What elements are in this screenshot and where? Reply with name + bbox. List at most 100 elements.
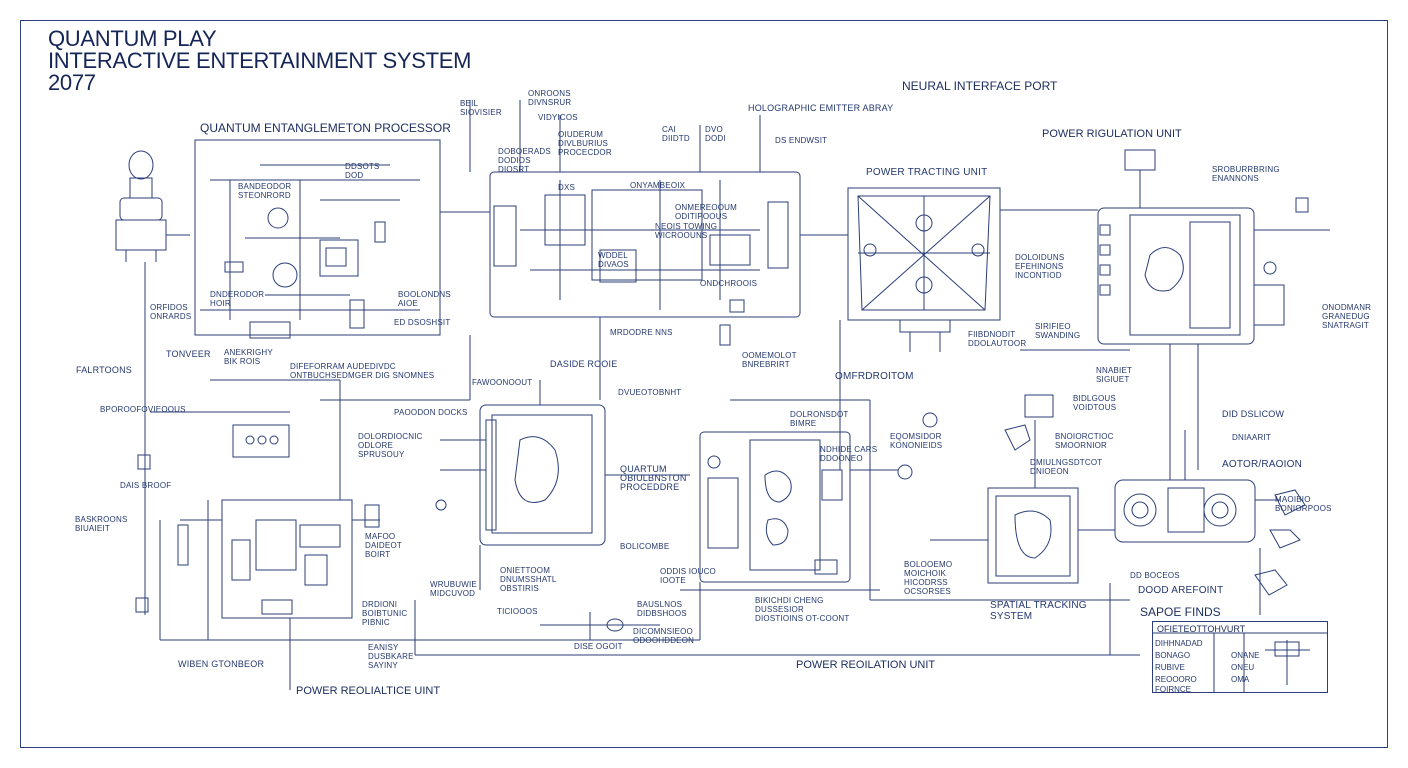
small-label-11: DXS — [558, 183, 576, 192]
label-holographic-array: HOLOGRAPHIC EMITTER ABRAY — [748, 103, 894, 113]
small-label-12: ONYAMBEOIX — [630, 181, 686, 190]
legend-row-name: FOIRNCE — [1155, 685, 1191, 694]
small-label-10: BANDEODOR STEONRORD — [238, 182, 292, 200]
legend-table: OFIETEOTTOHVURT DIHHNADAD BONAGO ONANE R… — [1152, 621, 1328, 694]
small-label-47: DRDIONI BOIBTUNIC PIBNIC — [362, 600, 408, 627]
small-label-27: SIRIFIEO SWANDING — [1035, 322, 1081, 340]
small-label-59: DAIS BROOF — [120, 481, 172, 490]
small-label-38: DVUEOTOBNHT — [618, 388, 682, 397]
spatial-tracking-module — [930, 394, 1115, 584]
small-label-21: ORFIDOS ONRARDS — [150, 303, 192, 321]
small-label-41: DOLRONSDOT BIMRE — [790, 410, 849, 428]
small-label-9: DDSOTS DOD — [345, 162, 380, 180]
small-label-7: DVO DODI — [705, 125, 726, 143]
small-label-13: NEOIS TOWING WICROOUNS — [655, 222, 718, 240]
small-label-55: WRUBUWIE MIDCUVOD — [430, 580, 477, 598]
legend-row-value: ONEU — [1231, 663, 1255, 672]
small-label-26: DOLOIDUNS EFEHINONS INCONTIOD — [1015, 253, 1065, 280]
small-label-43: BOLOOEMO MOICHOIK HICODRSS OCSORSES — [904, 560, 953, 596]
actuator-module — [1114, 430, 1306, 596]
label-actuator: AOTOR/RAOION — [1222, 459, 1303, 470]
label-spatial-tracking: SPATIAL TRACKING SYSTEM — [990, 600, 1087, 622]
label-feature-left: FALRTOONS — [76, 365, 132, 375]
small-label-62: NDHIDE CARS DDOONEO — [820, 445, 878, 463]
label-quantum-processor: QUANTUM ENTANGLEMETON PROCESSOR — [200, 121, 451, 135]
title-line-3: 2077 — [48, 70, 96, 95]
small-label-14: ONMEREOOUM ODITIPOOUS — [675, 203, 737, 221]
title-line-1: QUANTUM PLAY — [48, 26, 217, 51]
interconnect-bus — [135, 317, 1261, 656]
legend-header: OFIETEOTTOHVURT — [1157, 624, 1246, 634]
small-label-58: WIBEN GTONBEOR — [178, 659, 265, 669]
small-label-2: ONROONS DIVNSRUR — [528, 89, 572, 107]
small-label-36: DASIDE ROOIE — [550, 359, 618, 369]
small-label-49: BOLICOMBE — [620, 542, 670, 551]
label-power-tracking: POWER TRACTING UNIT — [866, 167, 988, 178]
legend-row-name: BONAGO — [1155, 651, 1191, 660]
label-power-reg-bottom-left: POWER REOLIALTICE UINT — [296, 685, 441, 697]
legend-row-value: ONANE — [1231, 651, 1260, 660]
small-label-19: MRDODRE NNS — [610, 328, 673, 337]
small-label-42: EQOMSIDOR KONONIEIDS — [890, 432, 943, 450]
label-adapter: DOOD AREFOINT — [1138, 585, 1224, 596]
label-quantum-processor-lower: QUARTUM OBIULBNSTON PROCEDDRE — [620, 464, 687, 492]
small-label-28: FIIBDNODIT DDOLAUTOOR — [968, 330, 1027, 348]
legend-row-name: REOOORO — [1155, 675, 1197, 684]
legend-row-name: RUBIVE — [1155, 663, 1185, 672]
legend-title: SAPOE FINDS — [1140, 605, 1221, 619]
small-label-32: BNOIORCTIOC SMOORNIOR — [1055, 432, 1114, 450]
power-regulation-block — [1097, 149, 1330, 480]
small-label-5: DOBOERADS DODIOS DIOSRT — [498, 147, 551, 174]
small-label-8: DS ENDWSIT — [775, 136, 828, 145]
small-label-23: DIFEFORRAM AUDEDIVDC ONTBUCHSEDMGER DIG … — [290, 362, 435, 380]
small-label-39: PAOODON DOCKS — [394, 408, 468, 417]
small-label-6: CAI DIIDTD — [662, 125, 690, 143]
label-overplotter: OMFRDROITOM — [835, 371, 914, 382]
legend-row-value: OMA — [1231, 675, 1250, 684]
small-label-17: BOOLONDNS AIOE — [398, 290, 451, 308]
small-label-4: OIUDERUM DIVLBURIUS PROCECDOR — [558, 130, 612, 157]
small-label-1: BEIL SIOVISIER — [460, 99, 502, 117]
small-label-15: WDDEL DIVAOS — [598, 251, 629, 269]
title-line-2: INTERACTIVE ENTERTAINMENT SYSTEM — [48, 48, 472, 73]
quantum-processor-block — [194, 139, 490, 339]
small-label-18: ED DSOSHSIT — [394, 318, 451, 327]
small-label-56: TICIOOOS — [497, 607, 538, 616]
label-power-reg-bottom-center: POWER REOILATION UNIT — [796, 659, 936, 671]
legend-row-name: DIHHNADAD — [1155, 639, 1203, 648]
drawing-frame — [20, 20, 1388, 748]
joystick-connector — [115, 150, 190, 500]
quantum-processor-lower — [435, 380, 690, 590]
small-label-22: ANEKRIGHY BIK ROIS — [224, 348, 273, 366]
small-label-3: VIDYICOS — [538, 113, 578, 122]
small-label-40: DOLORDIOCNIC ODLORE SPRUSOUY — [358, 432, 423, 459]
label-neural-port: NEURAL INTERFACE PORT — [902, 79, 1058, 93]
central-lower-board — [680, 399, 938, 600]
small-label-53: DICOMNSIEOO ODOOHDDEON — [633, 627, 695, 645]
small-label-51: BAUSLNOS DIDBSHOOS — [637, 600, 687, 618]
small-label-50: ODDIS IOUCO IOOTE — [660, 567, 716, 585]
small-label-24: OOMEMOLOT BNREBRIRT — [742, 351, 797, 369]
small-label-60: BASKROONS BIUAIEIT — [75, 515, 128, 533]
title-block: QUANTUM PLAY INTERACTIVE ENTERTAINMENT S… — [48, 28, 471, 94]
small-label-57: EANISY DUSBKARE SAYINY — [368, 643, 414, 670]
legend-table-lines — [1152, 632, 1328, 693]
legend: SAPOE FINDS OFIETEOTTOHVURT DIHHNADAD BO… — [1140, 605, 1328, 694]
small-label-33: DMIULNGSDTCOT DNIOEON — [1030, 458, 1103, 476]
small-label-25: SROBURRBRING ENANNONS — [1212, 165, 1280, 183]
small-label-31: BIDLGOUS VOIDTOUS — [1073, 394, 1117, 412]
small-label-44: DD BOCEOS — [1130, 571, 1180, 580]
small-label-30: NNABIET SIGIUET — [1096, 366, 1133, 384]
small-label-46: MAOIBIO BONIORPOOS — [1275, 495, 1332, 513]
power-tracking-block — [847, 187, 1098, 352]
small-label-61: BPOROOFOVIEOOUS — [100, 405, 186, 414]
holographic-board — [469, 100, 848, 346]
small-label-45: MAFOO DAIDEOT BOIRT — [365, 532, 402, 559]
label-tower-left: TONVEER — [166, 349, 211, 359]
small-label-35: DNIAARIT — [1232, 433, 1271, 442]
small-label-54: DISE OGOIT — [574, 642, 623, 651]
small-label-37: FAWOONOOUT — [472, 378, 533, 387]
bottom-left-module — [177, 499, 380, 690]
small-label-34: DID DSLICOW — [1222, 409, 1285, 419]
small-label-20: DNDERODOR HOIR — [210, 290, 265, 308]
